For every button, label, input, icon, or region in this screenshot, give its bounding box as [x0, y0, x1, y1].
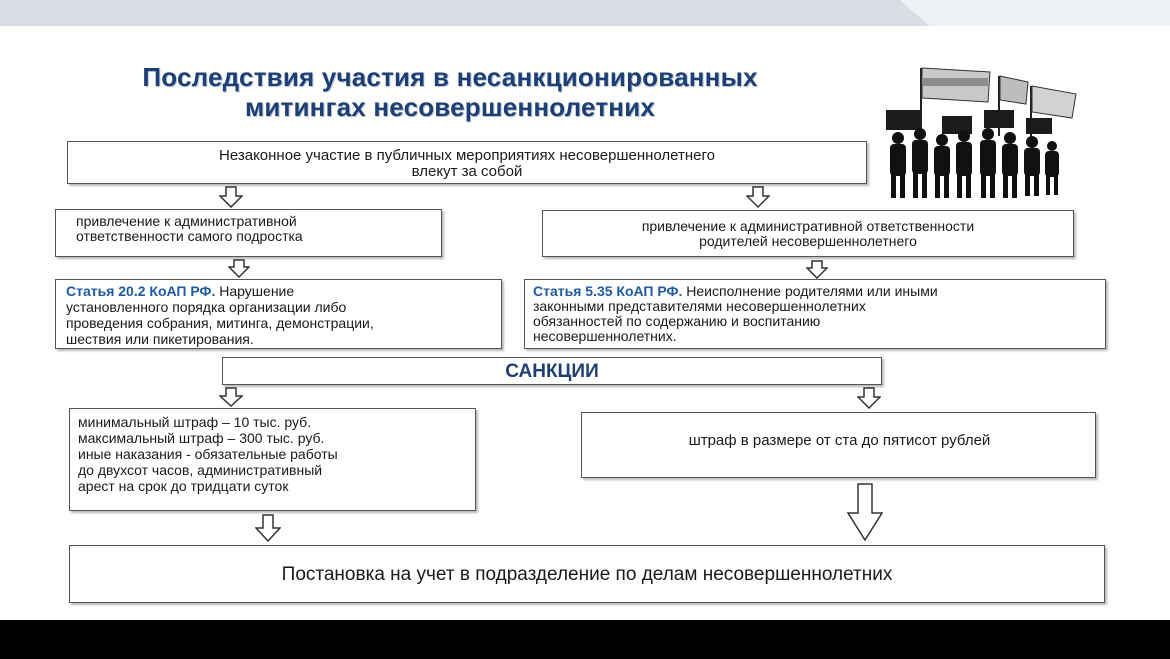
article-20-2-reference: Статья 20.2 КоАП РФ.: [66, 283, 216, 299]
arrow-down-icon: [228, 259, 250, 278]
teen-penalty-line-3: иные наказания - обязательные работы: [78, 446, 338, 462]
article-20-2-line-4: шествия или пикетирования.: [66, 331, 254, 347]
article-20-2-box: Статья 20.2 КоАП РФ. Нарушение установле…: [55, 279, 502, 349]
arrow-down-icon: [219, 186, 243, 208]
teen-penalty-line-1: минимальный штраф – 10 тыс. руб.: [78, 414, 312, 430]
sanctions-header: САНКЦИИ: [222, 357, 882, 385]
arrow-down-icon: [219, 387, 243, 407]
article-20-2-line-3: проведения собрания, митинга, демонстрац…: [66, 315, 374, 331]
teen-penalty-line-4: до двухсот часов, административный: [78, 462, 323, 478]
article-5-35-line-1: Статья 5.35 КоАП РФ. Неисполнение родите…: [533, 284, 1097, 299]
arrow-down-icon: [746, 186, 770, 208]
top-decorative-band: [0, 0, 1170, 26]
parent-liability-box: привлечение к административной ответстве…: [542, 210, 1074, 257]
teen-penalties-box: минимальный штраф – 10 тыс. руб. максима…: [69, 408, 476, 511]
teen-penalty-line-2: максимальный штраф – 300 тыс. руб.: [78, 430, 325, 446]
registration-outcome-box: Постановка на учет в подразделение по де…: [69, 545, 1105, 603]
teen-liability-line-2: ответственности самого подростка: [76, 228, 303, 244]
teen-penalty-line-5: арест на срок до тридцати суток: [78, 478, 289, 494]
article-20-2-line-2: установленного порядка организации либо: [66, 299, 347, 315]
article-5-35-text-start: Неисполнение родителями или иными: [682, 283, 938, 299]
parent-liability-line-1: привлечение к административной ответстве…: [641, 218, 975, 234]
protest-crowd-illustration: [886, 67, 1077, 198]
article-20-2-text-start: Нарушение: [215, 283, 295, 299]
parent-liability-line-2: родителей несовершеннолетнего: [699, 233, 917, 249]
arrow-down-icon: [255, 514, 281, 542]
parent-penalty-box: штраф в размере от ста до пятисот рублей: [581, 412, 1096, 478]
article-20-2-line-1: Статья 20.2 КоАП РФ. Нарушение: [66, 283, 493, 299]
main-condition-box: Незаконное участие в публичных мероприят…: [67, 141, 867, 184]
main-condition-line-2: влекут за собой: [411, 163, 523, 180]
parent-penalty-text: штраф в размере от ста до пятисот рублей: [688, 432, 991, 449]
arrow-down-icon: [857, 387, 881, 409]
slide-title-line-1: Последствия участия в несанкционированны…: [142, 62, 758, 92]
teen-liability-line-1: привлечение к административной: [76, 213, 297, 229]
slide-title-line-2: митингах несовершеннолетних: [244, 92, 656, 122]
article-5-35-line-2: законными представителями несовершенноле…: [533, 298, 866, 314]
main-condition-line-1: Незаконное участие в публичных мероприят…: [219, 147, 715, 164]
article-5-35-line-3: обязанностей по содержанию и воспитанию: [533, 313, 821, 329]
teen-liability-box: привлечение к административной ответстве…: [55, 209, 442, 257]
article-5-35-line-4: несовершеннолетних.: [533, 328, 677, 344]
bottom-black-bar: [0, 620, 1170, 659]
arrow-down-icon: [847, 483, 883, 541]
article-5-35-box: Статья 5.35 КоАП РФ. Неисполнение родите…: [524, 279, 1106, 349]
article-5-35-reference: Статья 5.35 КоАП РФ.: [533, 283, 683, 299]
arrow-down-icon: [806, 260, 828, 279]
